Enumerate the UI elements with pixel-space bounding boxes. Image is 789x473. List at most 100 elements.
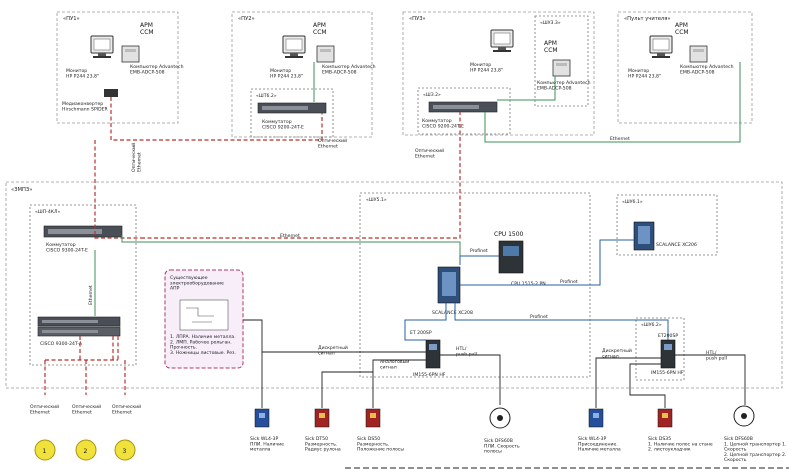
signal-line <box>321 371 373 408</box>
signal-line <box>595 357 661 408</box>
im155-2-label: IM155-6PN HF <box>651 370 684 376</box>
optical-port-marker <box>34 439 56 461</box>
computer-icon <box>552 59 571 77</box>
im155-label: IM155-6PN HF <box>413 372 446 378</box>
signal-line <box>675 354 746 405</box>
arm1-sub: ССМ <box>140 29 154 36</box>
zone-zmpz-label: «ЗМПЗ» <box>11 187 32 193</box>
htl-label: HTL/push pull <box>456 346 477 357</box>
sensor-icon <box>588 408 604 428</box>
monitor-icon <box>282 35 306 58</box>
profinet-link <box>459 255 499 265</box>
cpu-icon <box>498 240 524 274</box>
media-converter-icon <box>104 89 118 97</box>
computer-icon <box>121 45 140 63</box>
zone-pu2-sub <box>250 88 334 138</box>
sensor-icon <box>657 408 673 428</box>
encoder-icon <box>489 407 511 429</box>
sensor-icon <box>365 408 381 428</box>
optical-link <box>110 97 323 141</box>
switch-icon <box>43 225 123 238</box>
zone-pu3-sub <box>417 87 511 135</box>
optical-label: ОптическийEthernet <box>130 143 142 172</box>
scalance-icon <box>633 221 655 251</box>
zone-shu4 <box>29 204 137 366</box>
scalance-icon <box>437 266 461 304</box>
arm3-sub: ССМ <box>544 47 558 54</box>
et200sp-label: ET 200SP <box>410 330 432 336</box>
signal-line <box>243 319 426 353</box>
zone-shu6-label: «ШУ6.1» <box>622 199 643 205</box>
cpu-title: CPU 1500 <box>494 231 524 238</box>
profinet-label: Profinet <box>560 279 578 285</box>
ethernet-link <box>484 62 741 143</box>
optical-port-marker <box>75 439 97 461</box>
optical-port-marker <box>114 439 136 461</box>
sensor-icon <box>314 408 330 428</box>
ethernet-link <box>497 76 556 101</box>
legacy-items: 1. ЛПРА. Наличие металла.2. ЛМП. Рабочее… <box>170 334 236 356</box>
zone-pu1-label: «ПУ1» <box>63 16 80 22</box>
switch-icon <box>257 102 327 114</box>
zone-pu1 <box>56 11 179 124</box>
zone-shu6 <box>616 194 718 256</box>
cpu-model: CPU 1515-2 PN <box>511 281 546 287</box>
ethernet-link <box>121 235 461 265</box>
monitor-icon <box>649 35 673 58</box>
htl-label: HTL/push pull <box>706 350 727 361</box>
arm2-title: АРМ <box>313 22 326 29</box>
zone-shu7 <box>635 317 685 381</box>
optical-link <box>94 140 141 239</box>
signal-line <box>629 363 666 408</box>
computer-icon <box>316 45 335 63</box>
ethernet-label: Ethernet <box>610 136 630 142</box>
zone-pu2-label: «ПУ2» <box>238 16 255 22</box>
arm4-title: АРМ <box>675 22 688 29</box>
computer-icon <box>689 45 708 63</box>
encoder-icon <box>733 405 755 427</box>
optical-port-number: 1 <box>43 448 47 455</box>
profinet-link <box>454 303 669 340</box>
zone-shu7-label: «ШУ6.2» <box>641 322 662 328</box>
zone-pu3-label: «ПУ3» <box>409 16 426 22</box>
zone-shu3 <box>534 15 589 107</box>
switch-main2-label: CISCO 9300-24T-A <box>40 341 83 347</box>
arm2-sub: ССМ <box>313 29 327 36</box>
zone-shu4-label: «ШП-4КЛ» <box>35 209 60 215</box>
ethernet-label: Ethernet <box>88 285 94 305</box>
profinet-link <box>460 239 634 286</box>
zone-pult <box>617 11 753 124</box>
monitor-icon <box>490 29 514 52</box>
arm4-sub: ССМ <box>675 29 689 36</box>
zone-pult-label: «Пульт учителя» <box>624 16 671 22</box>
sensor-icon <box>254 408 270 428</box>
signal-line <box>372 359 426 408</box>
profinet-label: Profinet <box>530 314 548 320</box>
zone-shu3-label: «ШУ3.3» <box>540 20 561 26</box>
io-module-icon <box>660 339 676 369</box>
arm1-title: АРМ <box>140 22 153 29</box>
